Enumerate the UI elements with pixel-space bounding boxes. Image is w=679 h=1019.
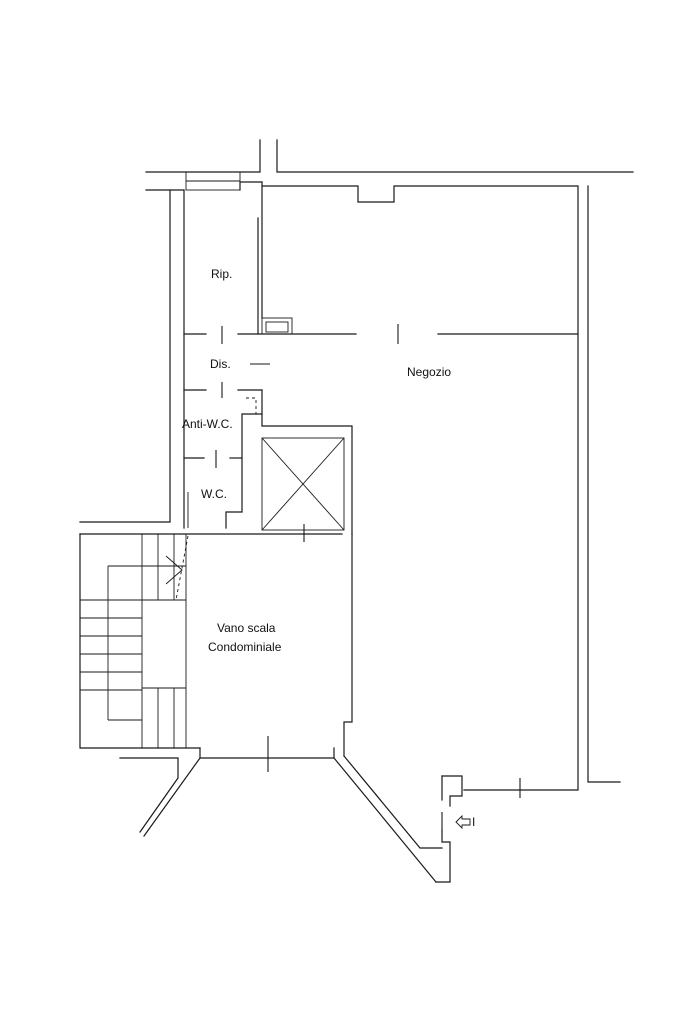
elevator-shaft-cross <box>261 413 353 542</box>
entrance-arrow-icon <box>455 814 471 830</box>
entrance-column <box>435 775 463 883</box>
room-label-vano-scala: Vano scala <box>217 621 276 635</box>
shop-walls <box>261 185 621 798</box>
room-label-anti-wc: Anti-W.C. <box>182 417 233 431</box>
room-label-condominiale: Condominiale <box>208 640 282 654</box>
room-label-dis: Dis. <box>210 357 231 371</box>
room-label-wc: W.C. <box>201 487 227 501</box>
room-label-rip: Rip. <box>211 267 232 281</box>
service-block-walls <box>79 181 357 529</box>
entrance-mark: I <box>472 815 475 829</box>
stair-flight <box>79 533 187 749</box>
room-label-negozio: Negozio <box>407 365 451 379</box>
bottom-outer-walls <box>119 755 443 883</box>
top-outer-walls <box>145 139 634 191</box>
